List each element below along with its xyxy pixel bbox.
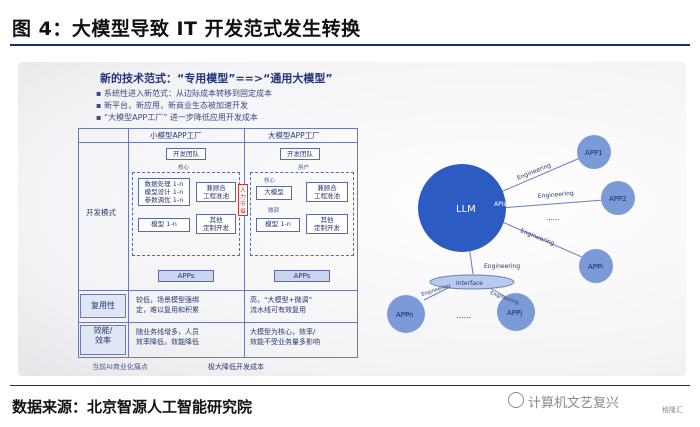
reuse-large-text: 高，“大模型+微调” 流水线可有效复用 [250, 296, 313, 314]
left-core-label: 核心 [178, 165, 190, 171]
watermark-small: 格隆汇 [662, 406, 683, 414]
edge-label: Engineering [519, 227, 555, 247]
row-label-efficiency: 效能/ 效率 [80, 325, 126, 355]
slide-headline: 新的技术范式：“专用模型”==>“通用大模型” [100, 72, 333, 85]
apis-label: APIs [494, 201, 507, 208]
edge-llm-app2 [499, 199, 605, 209]
appi-label: APPi [588, 263, 603, 271]
data-source: 数据来源：北京智源人工智能研究院 [12, 398, 253, 416]
interface-label: Interface [456, 280, 483, 287]
figure-title: 图 4：大模型导致 IT 开发范式发生转换 [12, 18, 361, 40]
table-divider [78, 322, 358, 323]
right-box-core: 核心 [264, 178, 276, 184]
column-header-large: 大模型APP工厂 [268, 131, 320, 140]
row-label-dev: 开发模式 [86, 208, 116, 217]
right-box-finetune: 微调 [268, 208, 280, 214]
wechat-icon [508, 392, 524, 408]
efficiency-small-text: 随业务线增多，人员 效率降低，效能降低 [136, 328, 199, 346]
comparison-table [78, 128, 358, 358]
right-box-custom: 其他 定制开发 [306, 214, 348, 234]
edge-label: Engineering [538, 190, 575, 200]
edge-llm-appi [497, 219, 585, 259]
photo-background [18, 62, 686, 376]
column-header-small: 小模型APP工厂 [150, 131, 202, 140]
appn-node [387, 295, 425, 333]
efficiency-large-text: 大模型为核心，效率/ 效能不受业务量多影响 [250, 328, 320, 346]
appn-label: APPn [396, 311, 414, 319]
bottom-dots: ...... [456, 311, 471, 320]
table-divider [128, 128, 129, 358]
app2-node [601, 181, 635, 215]
right-dev-area [250, 172, 354, 256]
row-label-reuse: 复用性 [80, 294, 126, 318]
footer-right-note: 极大降低开发成本 [208, 363, 264, 371]
interface-node [429, 274, 515, 290]
right-box-model: 模型 1-n [256, 218, 300, 232]
left-box-data: 数据处理 1-n 模型设计 1-n 参数调优 1-n [138, 178, 190, 206]
slide-bullet: ▪ 系统性进入新范式：从边际成本转移到固定成本 [96, 89, 272, 98]
edge-label: Engineering [484, 263, 520, 270]
table-divider [244, 128, 245, 358]
appj-node [497, 293, 535, 331]
table-divider [78, 142, 358, 143]
appj-label: APPj [507, 309, 522, 317]
left-team-box: 开发团队 [166, 148, 206, 160]
source-rule [10, 385, 690, 386]
middle-dots: ...... [546, 214, 559, 222]
title-rule [10, 44, 690, 46]
left-box-model: 模型 1-n [138, 218, 190, 232]
watermark: 计算机文艺复兴 [528, 396, 620, 411]
app1-label: APP1 [585, 149, 603, 157]
table-divider [78, 290, 358, 291]
right-team-box: 开发团队 [280, 148, 320, 160]
left-box-custom: 其他 定制开发 [196, 214, 236, 234]
llm-label: LLM [456, 204, 476, 215]
right-apps-bar: APPs [274, 270, 330, 282]
app2-label: APP2 [609, 195, 627, 203]
edge-llm-app1 [495, 157, 581, 195]
footer-left-note: 当前AI商业化痛点 [92, 363, 148, 371]
right-user-label: 用户 [298, 165, 310, 171]
edge-interface-appn [423, 287, 449, 301]
llm-node [418, 164, 506, 252]
llm-network-diagram: LLM APIs Interface APP1 APP2 APPi APPn .… [387, 135, 635, 333]
right-box-llm: 大模型 [256, 186, 292, 200]
appi-node [579, 249, 613, 283]
left-apps-bar: APPs [158, 270, 214, 282]
slide-photo: 新的技术范式：“专用模型”==>“通用大模型” ▪ 系统性进入新范式：从边际成本… [18, 62, 686, 376]
right-box-engineering: 兼顾合 工程准池 [306, 182, 348, 202]
reuse-small-text: 较低，场景模型强绑 定，难以复用和积累 [136, 296, 199, 314]
slide-bullet: ▪ 新平台，新应用，新商业生态被加速开发 [96, 101, 248, 110]
app1-node [577, 135, 611, 169]
slide-bullet: ▪ “大模型APP工厂” 进一步降低应用开发成本 [96, 113, 258, 122]
edge-interface-appj [489, 287, 509, 299]
left-box-engineering: 兼顾合 工程准池 [196, 182, 236, 202]
right-red-tag: 人力 节省 [238, 184, 248, 216]
